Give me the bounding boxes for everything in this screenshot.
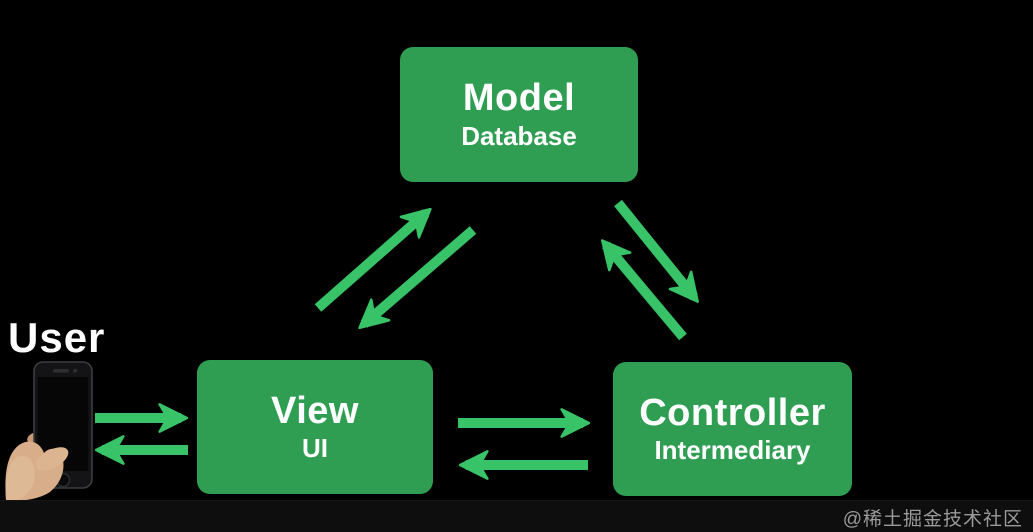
arrow-controller-to-model [600, 239, 687, 341]
user-label: User [8, 314, 106, 361]
bottom-bar: @稀土掘金技术社区 [0, 500, 1033, 532]
node-model-subtitle: Database [461, 120, 577, 151]
arrow-model-to-controller [614, 199, 699, 303]
node-view-title: View [271, 389, 359, 432]
arrow-model-to-view [358, 226, 477, 330]
node-controller-title: Controller [639, 391, 826, 434]
node-model: Model Database [400, 47, 638, 182]
node-view: View UI [197, 360, 433, 494]
hand-holding-smartphone-icon [5, 361, 93, 500]
node-controller: Controller Intermediary [613, 362, 852, 496]
node-view-subtitle: UI [302, 433, 328, 464]
node-controller-subtitle: Intermediary [654, 435, 811, 466]
node-model-title: Model [462, 77, 576, 120]
arrow-view-to-model [314, 207, 432, 312]
watermark: @稀土掘金技术社区 [842, 509, 1023, 530]
